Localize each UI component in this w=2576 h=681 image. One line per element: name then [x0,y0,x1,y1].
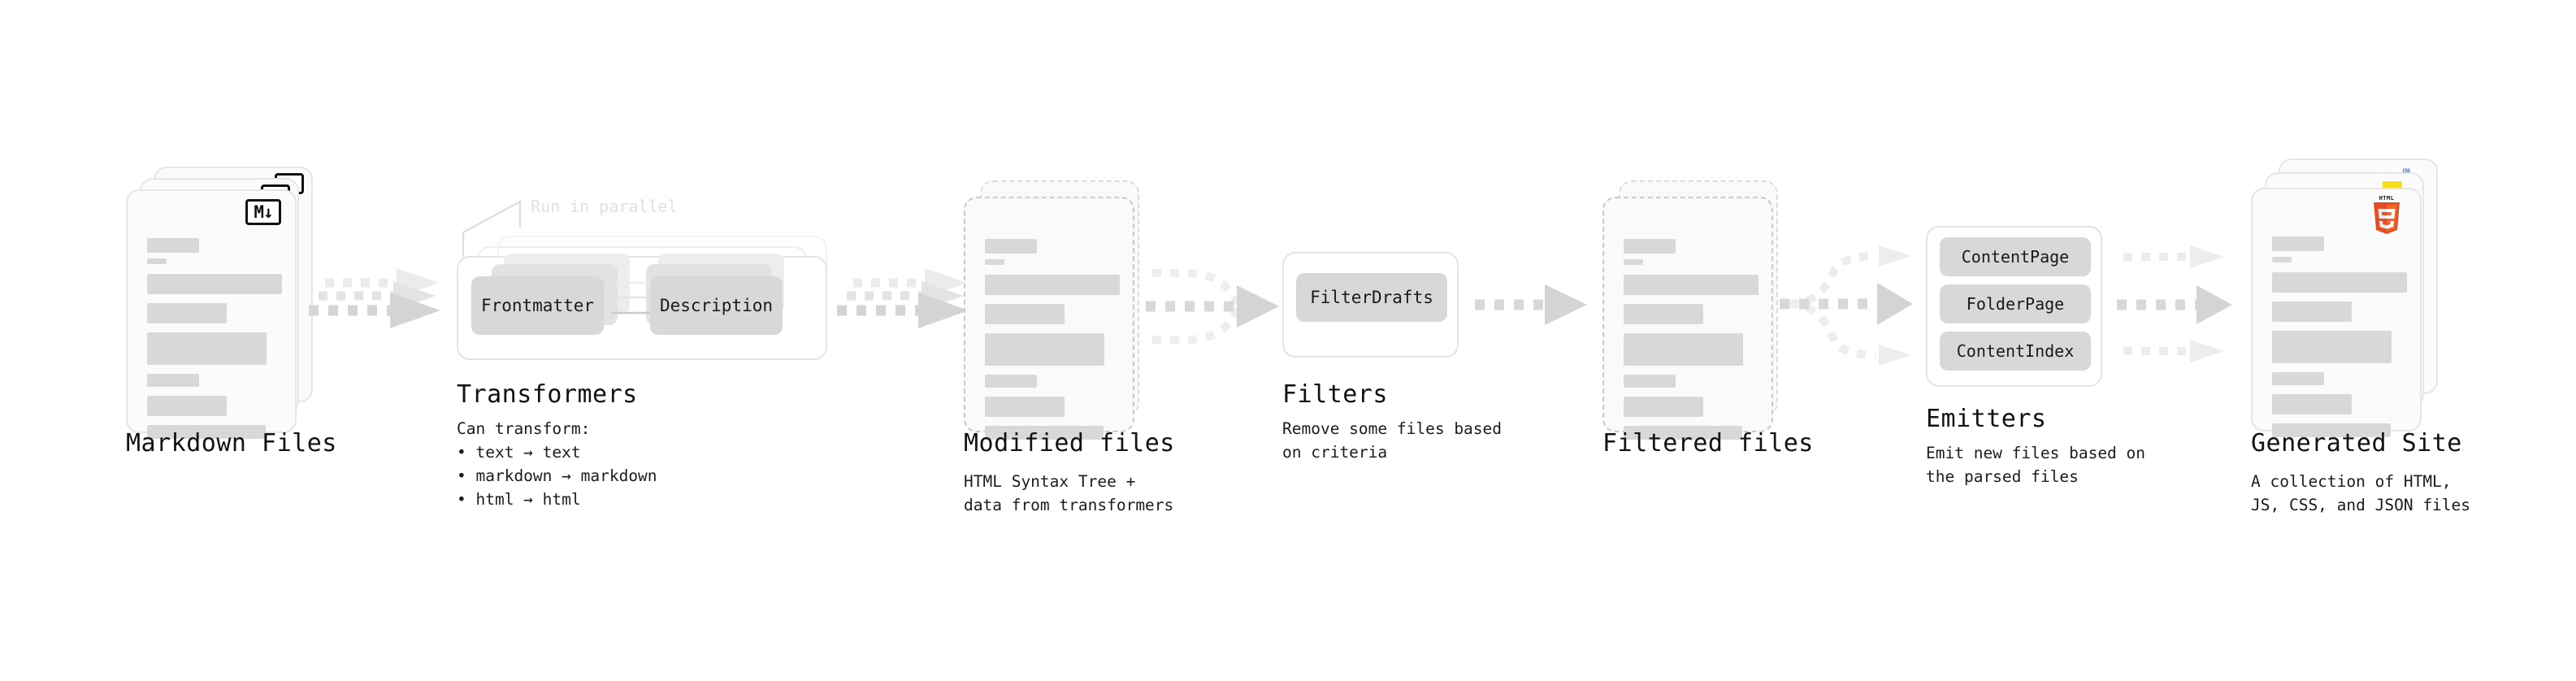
emitters-subtitle: Emit new files based on the parsed files [1926,444,2146,486]
connector-transformers-to-modified [837,268,969,328]
placeholder-bar [147,332,267,365]
placeholder-bar [1624,333,1743,366]
placeholder-bar [985,333,1104,366]
placeholder-bar [2272,423,2391,437]
placeholder-bar [147,425,266,439]
transformer-chip-frontmatter[interactable]: Frontmatter [471,276,604,335]
markdown-badge-front: M↓ [245,199,281,225]
placeholder-bar [147,374,199,387]
placeholder-bar [985,397,1065,417]
placeholder-bar [147,258,167,264]
generated-site-subtitle: A collection of HTML, JS, CSS, and JSON … [2251,472,2471,514]
generated-site-title: Generated Site [2251,429,2462,458]
connector-markdown-to-transformers [309,268,440,328]
placeholder-bar [2272,331,2392,363]
placeholder-bar [2272,372,2324,385]
placeholder-bar [2272,394,2352,414]
connector-modified-to-filters [1146,269,1279,344]
connector-filters-to-filtered [1475,284,1587,325]
modified-files-subtitle: HTML Syntax Tree + data from transformer… [964,472,1174,514]
filtered-file-card-front [1602,197,1773,440]
placeholder-bar [2272,301,2352,322]
connector-emitters-to-site [2117,245,2232,362]
html5-icon-label: HTML [2379,195,2395,202]
markdown-files-title: Markdown Files [126,429,337,458]
markdown-card-placeholder-lines [147,238,282,448]
placeholder-bar [1624,426,1742,440]
generated-file-card-html: HTML [2251,188,2422,437]
transformers-title: Transformers [457,380,638,409]
emitter-chip-folderpage[interactable]: FolderPage [1940,284,2091,323]
modified-files-title: Modified files [964,429,1175,458]
placeholder-bar [1624,259,1643,265]
placeholder-bar [2272,236,2324,251]
generated-card-placeholder-lines [2272,236,2407,446]
placeholder-bar [985,375,1037,388]
placeholder-bar [147,303,227,323]
placeholder-bar [1624,397,1703,417]
placeholder-bar [147,238,199,253]
transformers-subtitle: Can transform: • text → text • markdown … [457,419,657,509]
emitter-chip-contentindex[interactable]: ContentIndex [1940,332,2091,371]
filtered-card-placeholder-lines [1624,239,1759,449]
filters-subtitle: Remove some files based on criteria [1282,419,1503,462]
emitters-title: Emitters [1926,405,2047,433]
markdown-file-card-front: M↓ [126,189,297,439]
placeholder-bar [1624,239,1676,254]
placeholder-bar [147,274,282,294]
placeholder-bar [985,239,1037,254]
connector-filtered-to-emitters [1780,245,1913,366]
placeholder-bar [147,396,227,416]
placeholder-bar [1624,275,1759,295]
placeholder-bar [985,259,1004,265]
placeholder-bar [1624,375,1676,388]
transformer-chip-description[interactable]: Description [650,276,783,335]
placeholder-bar [985,275,1120,295]
placeholder-bar [2272,257,2292,262]
modified-card-placeholder-lines [985,239,1120,449]
filter-chip-filterdrafts[interactable]: FilterDrafts [1296,273,1447,322]
filtered-files-title: Filtered files [1602,429,1814,458]
filters-title: Filters [1282,380,1388,409]
modified-file-card-front [964,197,1134,440]
html5-icon: HTML [2373,195,2400,235]
placeholder-bar [1624,304,1703,324]
placeholder-bar [985,426,1104,440]
placeholder-bar [2272,272,2407,293]
run-in-parallel-label: Run in parallel [531,197,678,216]
emitter-chip-contentpage[interactable]: ContentPage [1940,237,2091,276]
placeholder-bar [985,304,1065,324]
run-in-parallel-bracket [462,200,522,257]
